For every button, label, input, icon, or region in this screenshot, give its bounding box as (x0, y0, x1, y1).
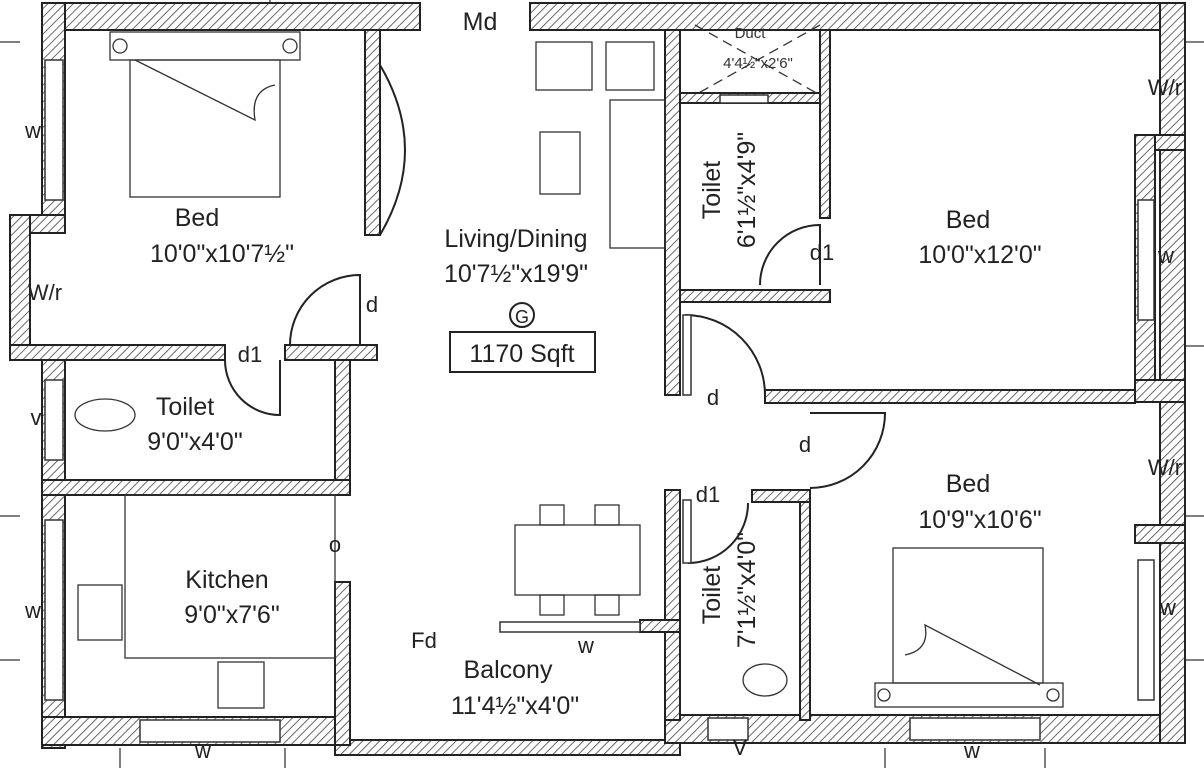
duct-size: 4'4½"x2'6" (723, 55, 793, 72)
armchair (535, 41, 593, 91)
window-label: w (577, 633, 594, 658)
sofa (609, 99, 666, 249)
ventilator-label: V (733, 735, 748, 760)
toilet3-name: Toilet (698, 566, 726, 624)
toilet-icon (74, 398, 136, 432)
living-size: 10'7½"x19'9" (444, 260, 588, 288)
dining-table (514, 524, 641, 596)
toilet2-name: Toilet (698, 161, 726, 219)
door-label: d1 (696, 482, 720, 507)
bed2-size: 10'0"x12'0" (918, 241, 1041, 269)
bed1-headboard (109, 31, 301, 61)
opening-label: o (329, 532, 341, 557)
bed3-size: 10'9"x10'6" (918, 506, 1041, 534)
toilet3-size: 7'1½"x4'0" (733, 532, 761, 648)
grid-marker: G (515, 307, 529, 327)
furniture (74, 24, 1064, 709)
kitchen-name: Kitchen (185, 566, 268, 594)
sink-icon (77, 584, 123, 641)
balcony-size: 11'4½"x4'0" (451, 692, 579, 720)
window-label: w (194, 738, 211, 763)
windows (44, 59, 1155, 743)
window-label: w (24, 118, 41, 143)
main-door-label: Md (463, 8, 498, 36)
wardrobe-label: W/r (1148, 75, 1182, 100)
bed2-name: Bed (946, 206, 990, 234)
door-label: d (799, 432, 811, 457)
living-name: Living/Dining (444, 225, 587, 253)
wardrobe-label: W/r (28, 280, 62, 305)
window-label: w (1157, 243, 1174, 268)
balcony-name: Balcony (464, 656, 553, 684)
duct-name: Duct (735, 25, 767, 42)
opening-labels: w W/r v w w V w w w W/r W/r w d d1 d1 d … (24, 75, 1182, 763)
stove-icon (217, 661, 265, 709)
door-label: d (366, 292, 378, 317)
bed3 (892, 547, 1044, 684)
coffee-table (539, 131, 581, 195)
bed1 (129, 59, 281, 198)
bed3-headboard (874, 682, 1064, 708)
french-door-label: Fd (411, 628, 437, 653)
bed3-name: Bed (946, 470, 990, 498)
bed1-name: Bed (175, 204, 219, 232)
walls (9, 2, 1186, 756)
area-box (449, 331, 596, 373)
door-label: d1 (810, 240, 834, 265)
wardrobe-label: W/r (1148, 455, 1182, 480)
toilet-icon (742, 663, 788, 697)
toilet1-name: Toilet (156, 393, 214, 421)
bed1-size: 10'0"x10'7½" (150, 240, 294, 268)
door-label: d1 (238, 342, 262, 367)
armchair (605, 41, 655, 91)
window-label: w (963, 738, 980, 763)
total-area: 1170 Sqft (469, 340, 574, 368)
toilet2-size: 6'1½"x4'9" (733, 132, 761, 248)
window-label: w (1159, 595, 1176, 620)
window-label: w (24, 598, 41, 623)
kitchen-size: 9'0"x7'6" (184, 601, 279, 629)
doors (224, 64, 887, 564)
kitchen-counter (124, 494, 336, 659)
room-labels: Bed 10'0"x10'7½" Living/Dining 10'7½"x19… (147, 8, 1041, 720)
toilet1-size: 9'0"x4'0" (147, 428, 242, 456)
door-label: d (707, 385, 719, 410)
ventilator-label: v (31, 405, 42, 430)
